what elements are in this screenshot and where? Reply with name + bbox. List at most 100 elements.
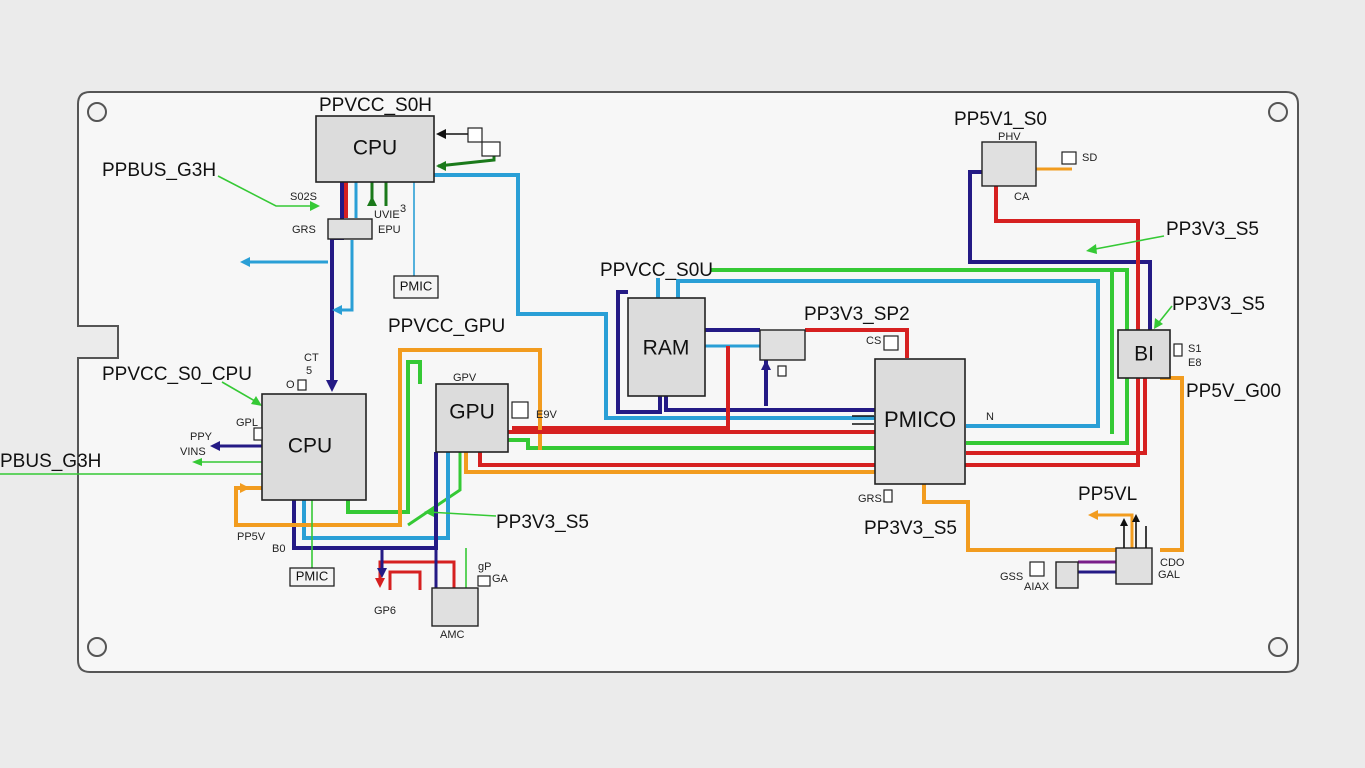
cpu-left-pin-2 xyxy=(297,379,307,391)
arrow-navy-vins xyxy=(210,441,220,451)
label-aiax: AIAX xyxy=(1024,581,1050,593)
label-ct5: 5 xyxy=(306,365,312,377)
phv-pin xyxy=(1061,151,1077,165)
wires xyxy=(0,148,1184,590)
arrow-green-ppbus xyxy=(310,201,320,211)
wire-red-sp2-pmico xyxy=(805,328,909,358)
label-gss: GSS xyxy=(1000,571,1023,583)
arrow-orange-cpu-left xyxy=(240,483,250,493)
bi-pin xyxy=(1173,343,1183,357)
rail-pbus-g3h: PBUS_G3H xyxy=(0,451,101,472)
wire-navy-phv-bi xyxy=(968,170,1152,330)
rail-pp3v3-s5-bottom-left: PP3V3_S5 xyxy=(496,512,589,533)
grs-epu-block xyxy=(327,218,373,240)
cpu-top-pin-2 xyxy=(481,141,501,157)
label-gps: GP6 xyxy=(374,605,396,617)
arrow-navy-sp2 xyxy=(761,360,771,370)
arrowheads xyxy=(192,161,1163,588)
wire-green-ppbus xyxy=(217,175,318,207)
label-sd: SD xyxy=(1082,152,1097,164)
bi-chip xyxy=(1117,329,1171,379)
arrow-blue-left-1 xyxy=(240,257,250,267)
wire-green-gpu-pmico xyxy=(508,438,875,450)
sp2-chip xyxy=(759,329,806,361)
rail-ppvcc-s0-cpu: PPVCC_S0_CPU xyxy=(102,364,252,385)
gpu-pin xyxy=(511,401,529,419)
phv-chip xyxy=(981,141,1037,187)
label-e9v: E9V xyxy=(536,409,557,421)
label-bi-e8: E8 xyxy=(1188,357,1201,369)
wire-green-pp3v3-left xyxy=(427,511,497,517)
arrow-green-vins xyxy=(192,458,202,466)
label-gp: gP xyxy=(478,561,491,573)
gss-pin xyxy=(1029,561,1045,577)
gpu-chip xyxy=(435,383,509,453)
pmic-bottom-label: PMIC xyxy=(296,568,329,583)
wire-orange-gpu-loop xyxy=(398,348,542,500)
rail-ppvcc-s0u: PPVCC_S0U xyxy=(600,260,713,281)
label-gal: GAL xyxy=(1158,569,1180,581)
rail-pp5v1-s0: PP5V1_S0 xyxy=(954,109,1047,130)
rail-pp3v3-s5-right-mid: PP3V3_S5 xyxy=(1172,294,1265,315)
pmic-top-label: PMIC xyxy=(400,278,433,293)
arrow-green-pp3v3-bi xyxy=(1154,318,1163,329)
label-cs: CS xyxy=(866,335,881,347)
wire-green-gpu-diag xyxy=(407,452,462,527)
cdo-arrowhead-2 xyxy=(1132,514,1140,522)
cpu-left-pin-1 xyxy=(253,427,263,441)
label-cpu-o: O xyxy=(286,379,295,391)
label-vins: VINS xyxy=(180,446,206,458)
cdo-arrowhead-1 xyxy=(1120,518,1128,526)
arrow-navy-amc xyxy=(377,568,387,578)
cpu-top-pin-1 xyxy=(467,127,483,143)
label-3: 3 xyxy=(400,203,406,215)
ram-chip xyxy=(627,297,706,397)
pmico-pin-bottom xyxy=(883,489,893,503)
mounting-hole-bottom-right xyxy=(1268,637,1288,657)
arrow-green-s0cpu xyxy=(251,396,262,406)
label-grs-top: GRS xyxy=(292,224,316,236)
wire-orange-pp5vl xyxy=(1092,513,1134,548)
rail-ppbus-g3h-top: PPBUS_G3H xyxy=(102,160,216,181)
arrow-red-amc xyxy=(375,578,385,588)
cpu-top-arrowhead xyxy=(436,129,446,139)
label-s02s: S02S xyxy=(290,191,317,203)
phv-label: PHV xyxy=(998,131,1021,143)
label-b0: B0 xyxy=(272,543,285,555)
label-ca: CA xyxy=(1014,191,1030,203)
wire-blue-cpu-ram xyxy=(434,173,875,420)
wire-orange-pmico-bottom xyxy=(922,484,1118,552)
gpu-header-label: GPV xyxy=(453,372,477,384)
pmic-top-box xyxy=(393,275,439,299)
cpu-left-chip xyxy=(261,393,367,501)
ram-label: RAM xyxy=(643,337,690,360)
mounting-hole-bottom-left xyxy=(87,637,107,657)
pmico-chip xyxy=(874,358,966,485)
wire-red-bi-pmico xyxy=(966,378,1147,455)
rail-pp5v-g00: PP5V_G00 xyxy=(1186,381,1281,402)
wire-orange-gpu-pmico xyxy=(464,452,875,474)
arrow-navy-down-cpu xyxy=(326,380,338,392)
label-ct: CT xyxy=(304,352,319,364)
label-gpl: GPL xyxy=(236,417,258,429)
arrow-blue-left-2 xyxy=(332,305,342,315)
label-bi-s1: S1 xyxy=(1188,343,1201,355)
amc-pin xyxy=(477,575,491,587)
cpu-left-label: CPU xyxy=(288,435,332,458)
amc-label: AMC xyxy=(440,629,465,641)
pmic-bottom-box xyxy=(289,567,335,587)
wire-green-pp3v3-right xyxy=(1089,235,1165,251)
aiax-chip xyxy=(1055,561,1079,589)
arrow-darkgreen-cpu xyxy=(436,161,446,171)
wire-navy-ram-loop xyxy=(616,290,662,414)
wire-blue-gpu-cpu xyxy=(302,452,450,540)
sp2-pin xyxy=(777,365,787,377)
rail-pp5vl: PP5VL xyxy=(1078,484,1137,505)
arrow-green-pp3v3-right xyxy=(1086,244,1097,254)
label-pmico-n: N xyxy=(986,411,994,423)
label-uvie: UVIE xyxy=(374,209,400,221)
label-cdo: CDO xyxy=(1160,557,1185,569)
wire-orange-bi-bottom xyxy=(1160,376,1184,552)
label-grs-pmico: GRS xyxy=(858,493,882,505)
